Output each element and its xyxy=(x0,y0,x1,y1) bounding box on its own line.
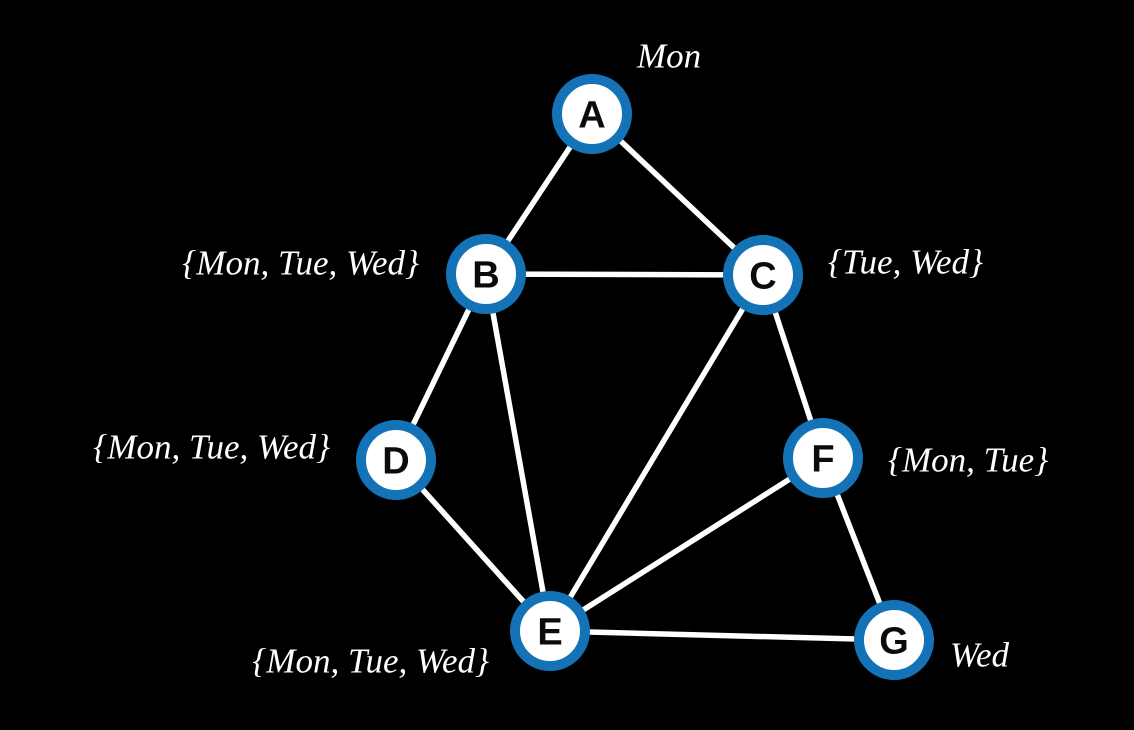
node-E-letter: E xyxy=(537,612,562,654)
node-A: A xyxy=(552,74,632,154)
node-C-circle xyxy=(723,235,803,315)
edge-C-E xyxy=(547,272,766,634)
node-D: D xyxy=(356,420,436,500)
node-E-domain-label: {Mon, Tue, Wed} xyxy=(252,642,489,681)
node-F-circle xyxy=(783,418,863,498)
edge-B-E xyxy=(483,271,553,634)
node-G: G xyxy=(854,600,934,680)
node-C: C xyxy=(723,235,803,315)
node-C-letter: C xyxy=(749,256,776,298)
node-F: F xyxy=(783,418,863,498)
node-F-domain-label: {Mon, Tue} xyxy=(888,441,1048,480)
node-B-letter: B xyxy=(472,255,499,297)
node-D-circle xyxy=(356,420,436,500)
node-A-letter: A xyxy=(578,95,605,137)
node-B-circle xyxy=(446,234,526,314)
edge-E-F xyxy=(547,455,826,634)
node-G-domain-label: Wed xyxy=(950,636,1009,675)
node-G-circle xyxy=(854,600,934,680)
edge-B-C xyxy=(483,271,766,278)
node-F-letter: F xyxy=(811,439,834,481)
node-E-circle xyxy=(510,591,590,671)
node-B-domain-label: {Mon, Tue, Wed} xyxy=(182,244,419,283)
node-A-domain-label: Mon xyxy=(636,37,701,76)
node-B: B xyxy=(446,234,526,314)
node-E: E xyxy=(510,591,590,671)
node-G-letter: G xyxy=(879,621,909,663)
node-D-letter: D xyxy=(382,441,409,483)
node-D-domain-label: {Mon, Tue, Wed} xyxy=(93,428,330,467)
node-A-circle xyxy=(552,74,632,154)
edge-E-G xyxy=(547,628,897,643)
node-C-domain-label: {Tue, Wed} xyxy=(828,243,983,282)
